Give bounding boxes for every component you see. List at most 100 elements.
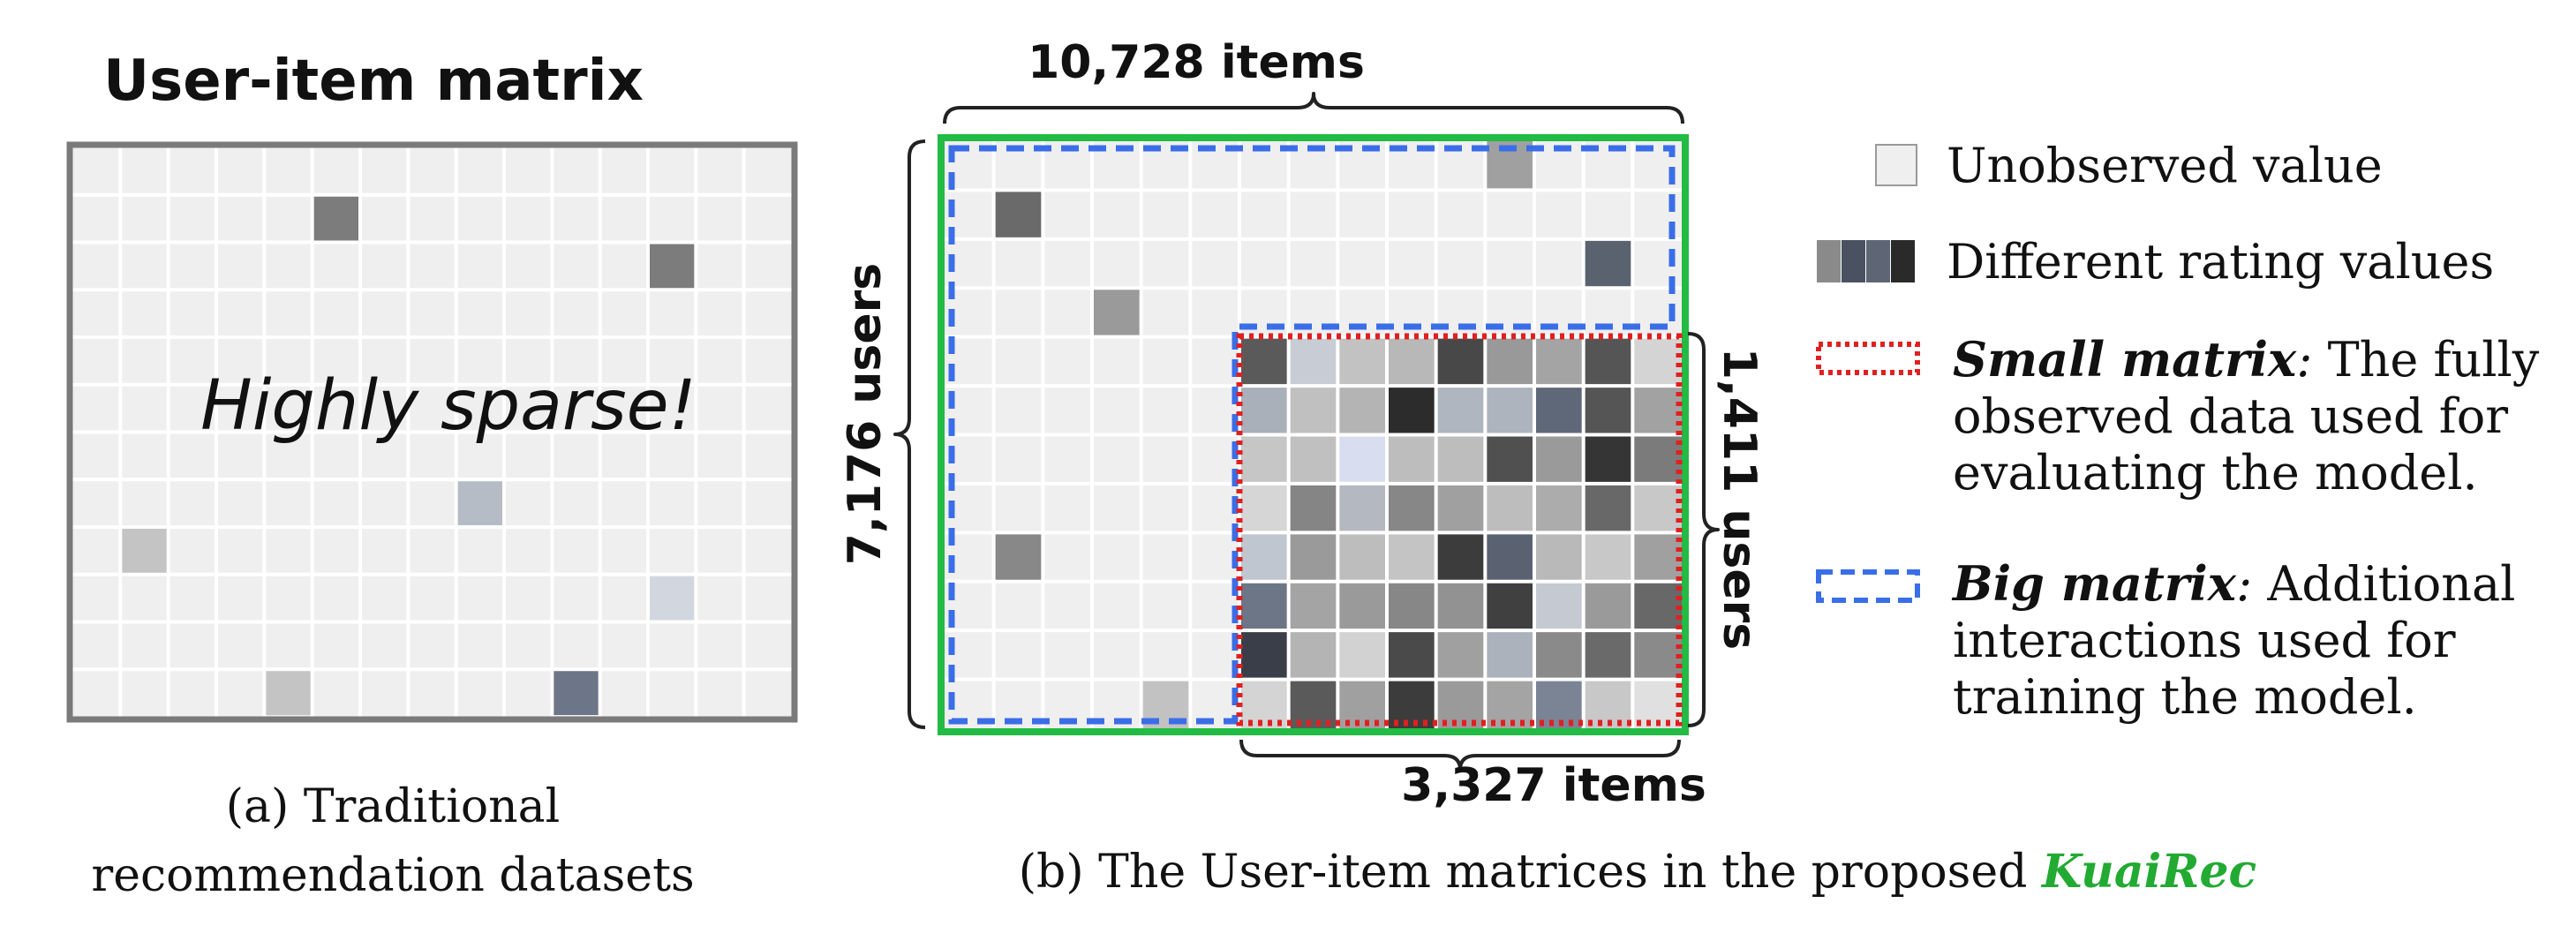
dense-cell — [1485, 386, 1534, 435]
panel-a-overlay-text: Highly sparse! — [200, 366, 697, 446]
dense-cell — [1485, 434, 1534, 484]
dense-cell — [1288, 630, 1338, 680]
dense-cell — [1534, 434, 1584, 484]
dense-cell — [1485, 630, 1534, 680]
legend-small-line-3: evaluating the model. — [1953, 445, 2478, 501]
dense-cell — [1435, 434, 1486, 484]
kuairec-label: KuaiRec — [2041, 845, 2257, 899]
dense-cell — [1337, 630, 1387, 680]
unobserved-swatch — [1875, 144, 1917, 186]
dense-cell — [1435, 386, 1486, 435]
dense-cell — [1485, 532, 1534, 582]
dense-cell — [1435, 532, 1486, 582]
observed-cell — [457, 481, 502, 525]
dense-cell — [1387, 532, 1436, 582]
dense-cell — [1337, 386, 1387, 435]
dense-cell — [1583, 581, 1633, 631]
observed-cell — [1583, 238, 1633, 289]
observed-cell — [554, 671, 599, 715]
dense-cell — [1337, 532, 1387, 582]
dense-cell — [1239, 532, 1289, 582]
dense-cell — [1632, 630, 1682, 680]
dense-cell — [1534, 386, 1584, 435]
observed-cell — [650, 244, 695, 289]
observed-cell — [650, 576, 695, 621]
dense-cell — [1435, 630, 1486, 680]
legend-icons — [1816, 144, 1920, 603]
dense-cell — [1485, 483, 1534, 533]
legend-rating-label: Different rating values — [1947, 234, 2495, 290]
dense-cell — [1583, 483, 1633, 533]
dense-cell — [1632, 434, 1682, 484]
dense-cell — [1387, 336, 1436, 387]
rating-swatch — [1842, 240, 1865, 282]
dense-cell — [1387, 630, 1436, 680]
legend-small-title: Small matrix — [1953, 331, 2297, 388]
dense-cell — [1534, 483, 1584, 533]
dense-cell — [1583, 532, 1633, 582]
dense-cell — [1435, 483, 1486, 533]
dense-cell — [1387, 434, 1436, 484]
dense-cell — [1632, 483, 1682, 533]
panel-a-border — [66, 141, 798, 723]
panel-a-title: User-item matrix — [103, 49, 644, 114]
panel-b-annotations — [893, 92, 1720, 772]
top-brace — [943, 92, 1684, 124]
dense-cell — [1632, 532, 1682, 582]
dense-cell — [1435, 336, 1486, 387]
dense-cell — [1485, 581, 1534, 631]
panel-b-matrix — [938, 134, 1689, 735]
legend-small-matrix-text: Small matrix: The fully observed data us… — [1953, 330, 2539, 502]
dense-cell — [1288, 386, 1338, 435]
dense-cell — [1583, 434, 1633, 484]
panel-a-caption-line1: (a) Traditional — [225, 780, 561, 833]
panel-b-caption-text: (b) The User-item matrices in the propos… — [1018, 846, 2042, 899]
observed-cell — [122, 529, 167, 573]
bottom-brace — [1239, 739, 1681, 772]
dense-cell — [1337, 434, 1387, 484]
dense-cell — [1534, 336, 1584, 387]
dense-cell — [1534, 630, 1584, 680]
dense-cell — [1337, 581, 1387, 631]
legend-big-line-3: training the model. — [1953, 669, 2417, 725]
observed-cell — [993, 190, 1043, 239]
dense-cell — [1239, 630, 1289, 680]
label-total-users: 7,176 users — [839, 262, 892, 566]
observed-cell — [993, 532, 1043, 582]
dense-cell — [1632, 581, 1682, 631]
legend-big-desc-1: Additional — [2267, 556, 2516, 612]
rating-swatch — [1866, 240, 1890, 282]
label-small-users: 1,411 users — [1713, 347, 1766, 651]
rating-swatch — [1891, 240, 1915, 282]
legend-big-line-2: interactions used for — [1953, 613, 2456, 668]
left-brace — [893, 139, 926, 729]
dense-cell — [1583, 336, 1633, 387]
big-matrix-legend-icon — [1816, 569, 1920, 603]
dense-cell — [1387, 581, 1436, 631]
label-small-items: 3,327 items — [1401, 759, 1706, 812]
dense-cell — [1288, 434, 1338, 484]
observed-cell — [266, 671, 311, 715]
dense-cell — [1239, 386, 1289, 435]
dense-cell — [1288, 581, 1338, 631]
dense-cell — [1337, 483, 1387, 533]
dense-cell — [1239, 336, 1289, 387]
dense-cell — [1288, 483, 1338, 533]
panel-a-matrix — [66, 141, 798, 723]
dense-cell — [1435, 581, 1486, 631]
legend-unobserved-label: Unobserved value — [1947, 138, 2383, 193]
legend-big-title: Big matrix — [1953, 555, 2236, 612]
rating-swatch — [1817, 240, 1841, 282]
dense-cell — [1288, 532, 1338, 582]
small-matrix-outline — [1236, 333, 1683, 726]
dense-cell — [1239, 434, 1289, 484]
dense-cell — [1387, 483, 1436, 533]
legend-big-matrix-text: Big matrix: Additional interactions used… — [1953, 554, 2515, 726]
legend-small-desc-1: The fully — [2327, 332, 2540, 388]
dense-cell — [1387, 386, 1436, 435]
legend-big-line-1: Big matrix: Additional — [1953, 555, 2516, 612]
observed-cell — [1092, 288, 1141, 337]
dense-cell — [1632, 336, 1682, 387]
